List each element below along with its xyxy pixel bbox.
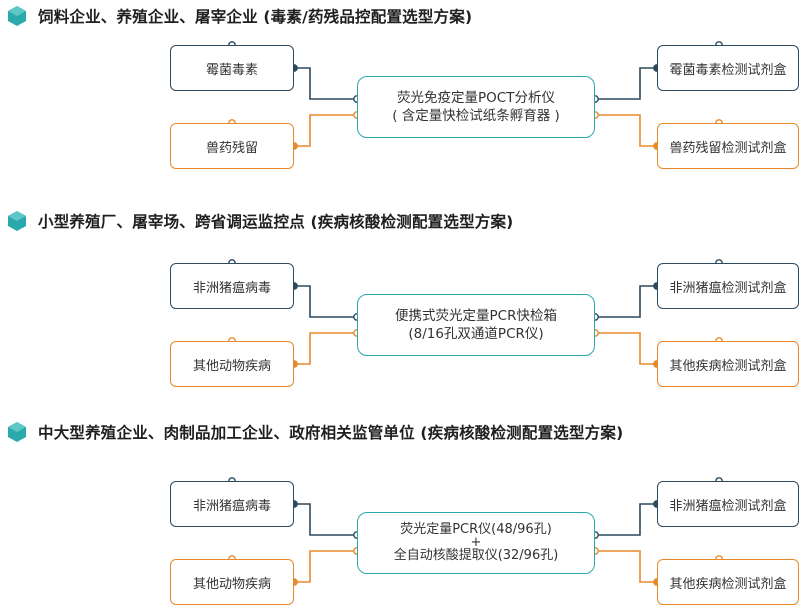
hexagon-icon [6,5,28,27]
kit-box-bottom: 兽药残留检测试剂盒 [657,123,799,169]
kit-box-top: 霉菌毒素检测试剂盒 [657,45,799,91]
source-box-bottom: 兽药残留 [170,123,294,169]
kit-box-bottom: 其他疾病检测试剂盒 [657,341,799,387]
source-box-top: 非洲猪瘟病毒 [170,263,294,309]
instrument-line-2: (8/16孔双通道PCR仪) [408,326,544,342]
source-box-bottom: 其他动物疾病 [170,341,294,387]
instrument-line-1: 荧光定量PCR仪(48/96孔) [400,522,552,537]
section-title-text: 饲料企业、养殖企业、屠宰企业 (毒素/药残品控配置选型方案) [38,8,473,26]
source-label: 霉菌毒素 [205,62,258,78]
source-label: 非洲猪瘟病毒 [192,498,271,514]
section-title-text: 小型养殖厂、屠宰场、跨省调运监控点 (疾病核酸检测配置选型方案) [38,213,514,231]
instrument-line-2: ( 含定量快检试纸条孵育器 ) [392,108,560,124]
kit-label: 非洲猪瘟检测试剂盒 [669,280,787,296]
instrument-line-1: 便携式荧光定量PCR快检箱 [395,308,557,324]
section-title-text: 中大型养殖企业、肉制品加工企业、政府相关监管单位 (疾病核酸检测配置选型方案) [38,424,624,442]
section-title-1: 饲料企业、养殖企业、屠宰企业 (毒素/药残品控配置选型方案) [0,3,472,29]
source-label: 非洲猪瘟病毒 [192,280,271,296]
instrument-box: 荧光免疫定量POCT分析仪 ( 含定量快检试纸条孵育器 ) [357,76,595,138]
source-box-top: 霉菌毒素 [170,45,294,91]
kit-box-bottom: 其他疾病检测试剂盒 [657,559,799,605]
instrument-line-1: 荧光免疫定量POCT分析仪 [397,90,555,106]
section-title-3: 中大型养殖企业、肉制品加工企业、政府相关监管单位 (疾病核酸检测配置选型方案) [0,419,623,445]
kit-label: 霉菌毒素检测试剂盒 [669,62,787,78]
instrument-box: 便携式荧光定量PCR快检箱 (8/16孔双通道PCR仪) [357,294,595,356]
kit-label: 其他疾病检测试剂盒 [669,358,787,374]
source-box-top: 非洲猪瘟病毒 [170,481,294,527]
kit-label: 非洲猪瘟检测试剂盒 [669,498,787,514]
source-label: 兽药残留 [205,140,258,156]
source-box-bottom: 其他动物疾病 [170,559,294,605]
kit-label: 其他疾病检测试剂盒 [669,576,787,592]
instrument-line-3: 全自动核酸提取仪(32/96孔) [393,548,559,563]
instrument-box: 荧光定量PCR仪(48/96孔) + 全自动核酸提取仪(32/96孔) [357,512,595,574]
hexagon-icon [6,421,28,443]
kit-box-top: 非洲猪瘟检测试剂盒 [657,481,799,527]
kit-label: 兽药残留检测试剂盒 [669,140,787,156]
instrument-plus: + [470,535,482,550]
source-label: 其他动物疾病 [192,358,271,374]
hexagon-icon [6,210,28,232]
kit-box-top: 非洲猪瘟检测试剂盒 [657,263,799,309]
source-label: 其他动物疾病 [192,576,271,592]
section-title-2: 小型养殖厂、屠宰场、跨省调运监控点 (疾病核酸检测配置选型方案) [0,208,513,234]
